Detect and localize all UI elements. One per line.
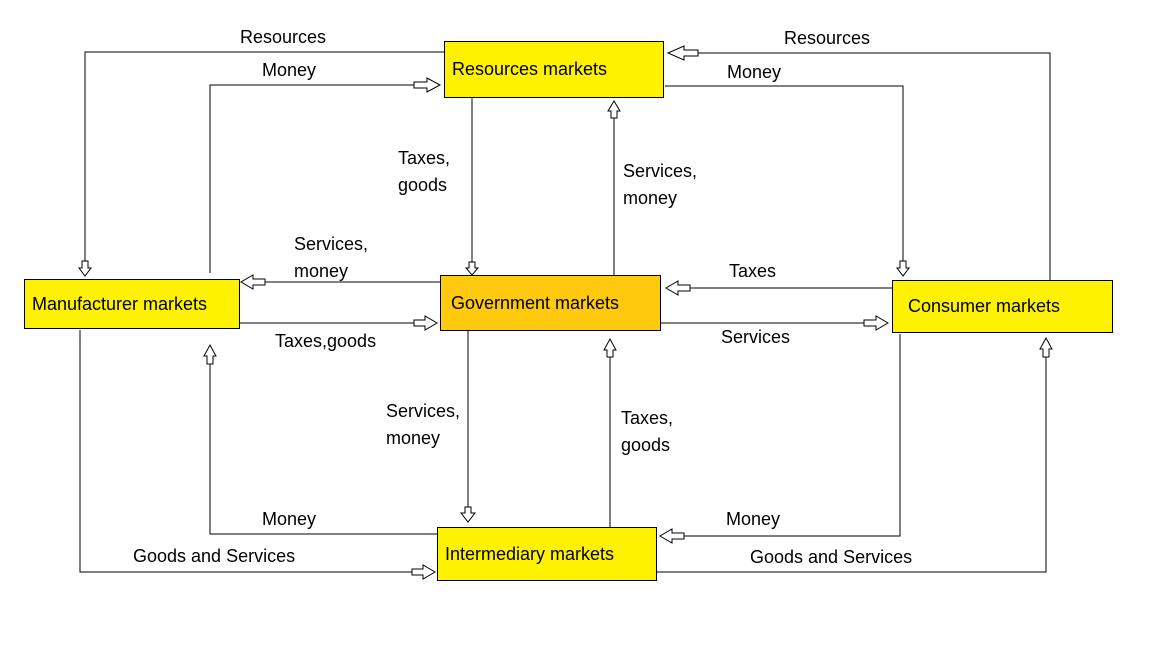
arrowhead-down [896, 260, 910, 277]
arrowhead-down [459, 506, 477, 523]
arrowhead-down [464, 261, 480, 276]
edge-resources-to-consumer [665, 85, 904, 261]
edge-label-intermediary-to-manufacturer: Money [262, 509, 317, 529]
edge-label-manufacturer-to-resources: Money [262, 60, 317, 80]
label-line: Services, [386, 401, 461, 421]
label-line: goods [398, 175, 448, 195]
edge-consumer-to-intermediary [684, 334, 901, 537]
label-line: goods [621, 435, 671, 455]
arrowhead-left [666, 45, 699, 61]
arrowhead-down [78, 260, 92, 277]
node-consumer-markets: Consumer markets [892, 280, 1113, 333]
arrowhead-right [413, 315, 438, 331]
label-line: Taxes, [621, 408, 674, 428]
edge-label-resources-to-consumer: Money [727, 62, 782, 82]
arrowhead-up [607, 100, 621, 119]
edge-manufacturer-to-intermediary [79, 330, 412, 573]
label-line: money [386, 428, 441, 448]
node-label: Resources markets [452, 59, 608, 79]
arrowhead-left [665, 280, 691, 296]
node-label: Government markets [451, 292, 620, 313]
arrowhead-up [203, 343, 217, 365]
arrowhead-right [413, 77, 442, 93]
node-government-markets: Government markets [440, 275, 661, 331]
edge-label-resources-to-government: Taxes, goods [398, 145, 450, 199]
node-resources-markets: Resources markets [444, 41, 664, 98]
edge-label-resources-to-manufacturer: Resources [240, 27, 327, 47]
edge-resources-to-manufacturer [84, 51, 444, 261]
edge-manufacturer-to-resources [209, 84, 414, 273]
edge-consumer-to-resources [698, 52, 1051, 280]
label-line: money [294, 261, 349, 281]
edge-label-consumer-to-government: Taxes [729, 261, 777, 281]
label-line: Services, [623, 161, 698, 181]
arrowhead-up [1039, 336, 1053, 358]
arrowhead-up [603, 337, 617, 358]
edge-label-consumer-to-resources: Resources [784, 28, 871, 48]
edge-label-manufacturer-to-government: Taxes,goods [275, 331, 377, 351]
edge-label-intermediary-to-consumer: Goods and Services [750, 547, 913, 567]
arrowhead-right [411, 564, 436, 580]
node-label: Intermediary markets [445, 543, 615, 564]
edge-label-government-to-intermediary: Services, money [386, 398, 460, 452]
edge-intermediary-to-manufacturer [209, 364, 437, 535]
node-label: Consumer markets [908, 296, 1061, 316]
edge-label-government-to-consumer: Services [721, 327, 791, 347]
arrowhead-left [659, 528, 685, 544]
label-line: money [623, 188, 678, 208]
label-line: Taxes, [398, 148, 451, 168]
edge-label-government-to-resources: Services, money [623, 158, 697, 212]
edge-intermediary-to-consumer [657, 357, 1047, 573]
edge-label-intermediary-to-government: Taxes, goods [621, 405, 673, 459]
edge-label-government-to-manufacturer: Services, money [294, 231, 368, 285]
node-label: Manufacturer markets [32, 293, 208, 314]
edge-label-manufacturer-to-intermediary: Goods and Services [133, 546, 296, 566]
node-intermediary-markets: Intermediary markets [437, 527, 657, 581]
arrowhead-right [863, 315, 889, 331]
edge-label-consumer-to-intermediary: Money [726, 509, 781, 529]
node-manufacturer-markets: Manufacturer markets [24, 279, 240, 329]
arrowhead-left [240, 274, 266, 290]
label-line: Services, [294, 234, 369, 254]
